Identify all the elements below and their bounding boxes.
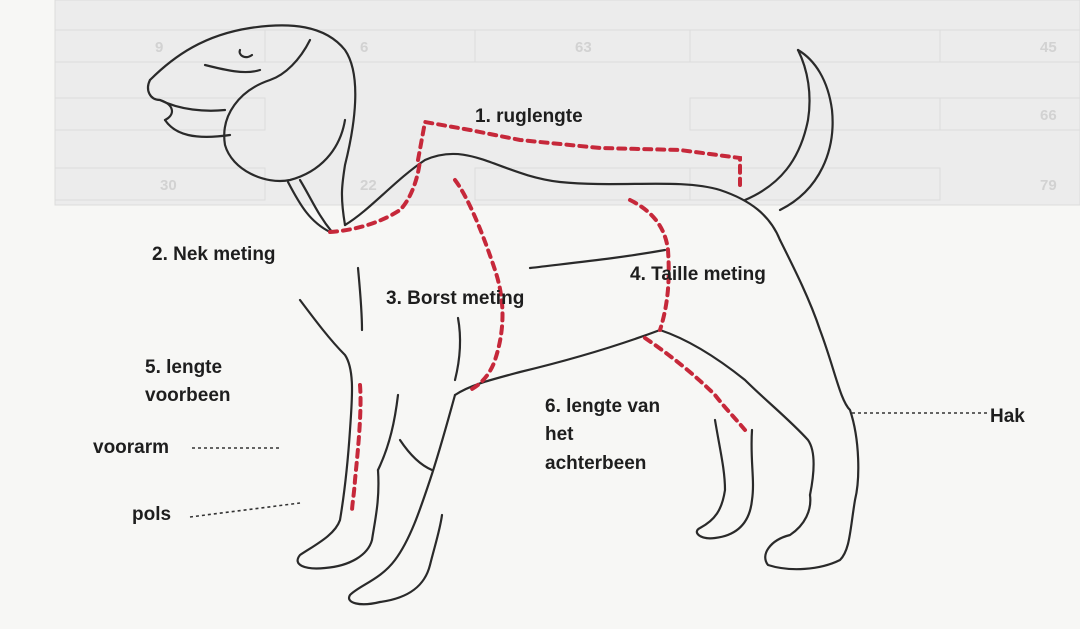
front-leg-inner bbox=[376, 393, 400, 472]
achterbeen-label-line1: 6. lengte van bbox=[545, 396, 661, 417]
borst-label: 3. Borst meting bbox=[386, 288, 525, 309]
rear-leg-outer bbox=[764, 238, 860, 571]
tail-top bbox=[743, 48, 811, 202]
chin-line bbox=[163, 118, 232, 138]
head-top-line bbox=[148, 24, 357, 227]
voorbeen-label-line1: 5. lengte bbox=[145, 357, 223, 378]
achterbeen-measure bbox=[643, 336, 747, 432]
far-rear-leg bbox=[695, 418, 755, 540]
eye bbox=[238, 48, 254, 59]
ruglengte-label: 1. ruglengte bbox=[475, 106, 583, 127]
front-leg-far bbox=[347, 393, 457, 606]
neck-front-line bbox=[286, 180, 332, 234]
brow-line bbox=[203, 63, 262, 74]
ear-outline bbox=[223, 38, 347, 183]
nek-measure bbox=[328, 158, 422, 234]
bg-cell: 45 bbox=[1040, 39, 1057, 56]
bg-cell: 63 bbox=[575, 39, 592, 56]
belly-line bbox=[453, 328, 662, 397]
front-leg-near bbox=[296, 298, 380, 570]
borst-measure bbox=[453, 178, 505, 392]
bg-cell: 66 bbox=[1040, 107, 1057, 124]
background-table: 45 9 6 63 66 79 30 22 bbox=[54, 0, 1080, 206]
forearm-back-line bbox=[453, 316, 462, 382]
elbow-line bbox=[398, 438, 434, 472]
achterbeen-label-line2: het bbox=[545, 424, 574, 445]
bg-cell: 30 bbox=[160, 177, 177, 194]
tail-bottom bbox=[778, 48, 834, 212]
achterbeen-label-line3: achterbeen bbox=[545, 453, 647, 474]
bg-cell: 22 bbox=[360, 177, 377, 194]
shoulder-line bbox=[356, 266, 364, 332]
bg-cell: 9 bbox=[155, 39, 163, 56]
bg-cell: 79 bbox=[1040, 177, 1057, 194]
neck-inner-line bbox=[298, 178, 334, 234]
nek-label: 2. Nek meting bbox=[152, 244, 276, 265]
taille-measure bbox=[628, 198, 671, 332]
rear-leg-inner bbox=[658, 328, 815, 497]
hak-label: Hak bbox=[990, 406, 1025, 427]
ribcage-line bbox=[528, 248, 667, 270]
leader-lines bbox=[189, 412, 990, 518]
voorbeen-label-line2: voorbeen bbox=[145, 385, 231, 406]
dog-outline bbox=[146, 24, 860, 606]
pols-leader bbox=[189, 502, 301, 518]
taille-label: 4. Taille meting bbox=[630, 264, 766, 285]
mouth-line bbox=[158, 98, 227, 112]
back-line bbox=[343, 152, 782, 242]
bg-cell: 6 bbox=[360, 39, 368, 56]
voorbeen-measure bbox=[350, 383, 363, 514]
voorarm-label: voorarm bbox=[93, 437, 170, 458]
measurement-lines bbox=[328, 119, 747, 514]
pols-label: pols bbox=[132, 504, 172, 525]
ruglengte-measure bbox=[416, 119, 742, 187]
